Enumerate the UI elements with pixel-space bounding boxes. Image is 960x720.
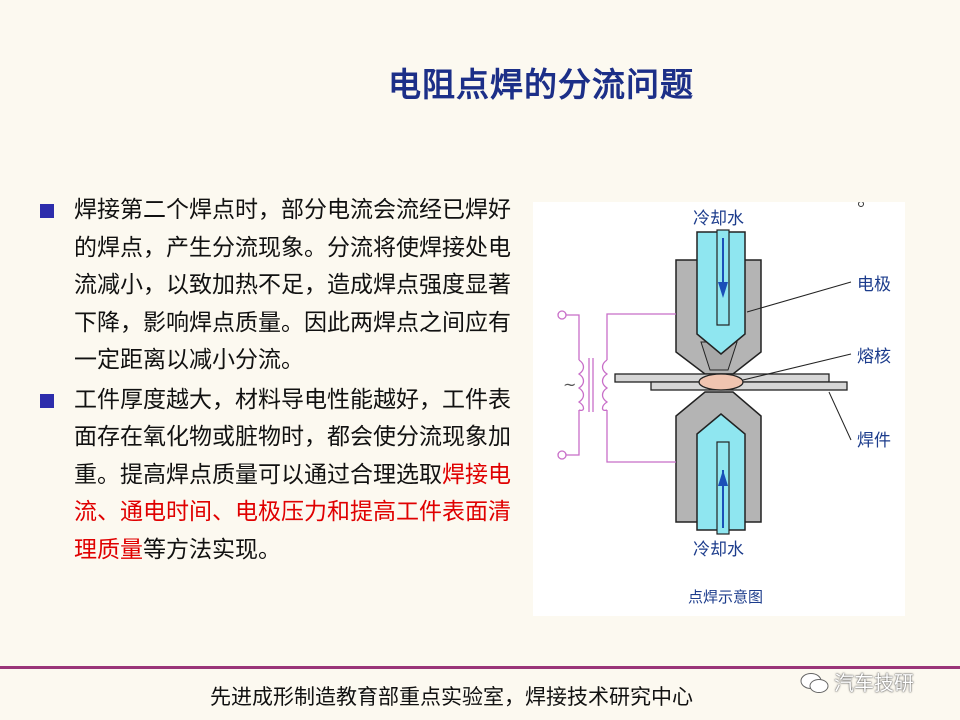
secondary-wire-top [606,313,676,360]
lower-flow-arrow-icon [718,470,728,486]
lower-sheet [650,381,848,391]
slide-title: 电阻点焊的分流问题 [388,65,694,104]
bullet-highlight-text: 焊接电流、通电时间、电极压力和提高工件表面清理质量 [74,461,511,563]
watermark-text: 汽车技研 [834,671,914,695]
bullet-text-2b: 等方法实现。 [143,536,281,563]
bullet-list: 焊接第二个焊点时，部分电流会流经已焊好的焊点，产生分流现象。分流将使焊接处电流减… [36,192,526,569]
weld-nugget [698,373,744,391]
upper-flow-arrow-icon [718,282,728,298]
bullet-square-icon [40,393,54,408]
bullet-item-1: 焊接第二个焊点时，部分电流会流经已焊好的焊点，产生分流现象。分流将使焊接处电流减… [36,192,526,380]
label-nugget: 熔核 [857,347,891,367]
footer-divider [0,666,960,669]
label-cooling-water-top: 冷却水 [693,209,744,229]
primary-wire-top [566,314,580,360]
primary-wire-bottom [566,410,580,456]
leader-electrode [746,281,852,313]
label-cooling-water-bottom: 冷却水 [693,540,744,560]
corner-dot [858,201,864,207]
diagram-caption: 点焊示意图 [688,588,763,606]
spot-welding-diagram: ~ 冷却水 冷却水 电极 熔核 焊件 点焊示意图 [533,201,905,616]
label-workpiece: 焊件 [857,431,891,451]
terminal-bottom [557,450,567,460]
secondary-coil [601,359,609,412]
leader-nugget [742,353,852,381]
footer-text: 先进成形制造教育部重点实验室，焊接技术研究中心 [210,685,693,709]
label-electrode: 电极 [857,275,891,295]
power-circuit [557,310,676,463]
leader-lines [742,281,852,441]
secondary-wire-bottom [606,410,676,463]
bullet-square-icon [40,204,54,218]
bullet-text-1: 焊接第二个焊点时，部分电流会流经已焊好的焊点，产生分流现象。分流将使焊接处电流减… [74,197,511,373]
wechat-icon [800,673,829,693]
spot-welding-schematic: ~ 冷却水 冷却水 电极 熔核 焊件 点焊示意图 [557,201,891,606]
ac-symbol: ~ [563,375,576,394]
primary-coil [577,359,585,412]
bullet-item-2: 工件厚度越大，材料导电性能越好，工件表面存在氧化物或脏物时，都会使分流现象加重。… [36,382,526,570]
bullet-text-2a: 工件厚度越大，材料导电性能越好，工件表面存在氧化物或脏物时，都会使分流现象加重。… [74,386,511,488]
leader-workpiece [828,391,852,441]
terminal-top [557,310,567,320]
